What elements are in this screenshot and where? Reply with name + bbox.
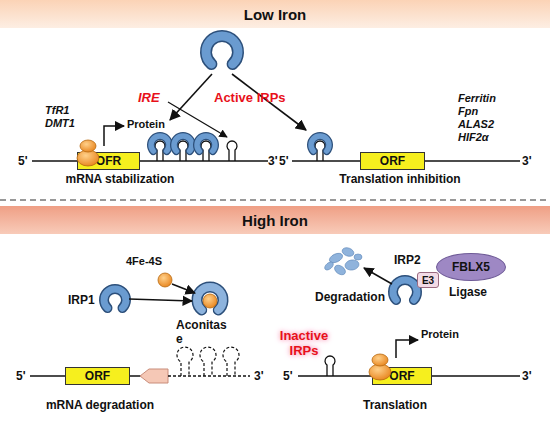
- fragment: [354, 254, 362, 260]
- protein-name: Aconitas e: [176, 318, 234, 346]
- gene-name: DMT1: [45, 117, 85, 130]
- reading-frame-box: OFR: [77, 152, 140, 170]
- condition-band: High Iron: [0, 206, 550, 234]
- degradation-arrow: [364, 268, 392, 284]
- irp-fill: [206, 36, 238, 64]
- node-text: ORF: [85, 369, 110, 383]
- condition-band: Low Iron: [0, 0, 550, 28]
- ribosome-large: [77, 150, 99, 166]
- irp-outline: [311, 136, 329, 151]
- aconitase-outline: [197, 287, 223, 310]
- ribosome-small: [80, 140, 96, 152]
- protein-name: IRP2: [394, 253, 430, 267]
- irp-outline: [197, 136, 215, 151]
- strand-end: 3': [254, 369, 270, 383]
- strand-end: 3': [522, 369, 538, 383]
- gene-name: Ferritin: [458, 92, 518, 105]
- irp-outline: [151, 136, 169, 151]
- node-text: FBLX5: [452, 260, 490, 274]
- ribosome: [369, 354, 391, 380]
- product-label: Protein: [421, 327, 471, 341]
- iron-sulfur-cluster: [203, 294, 217, 308]
- protein-arrow: [104, 126, 124, 146]
- ire-hairpin: [325, 356, 335, 376]
- protein-arrow: [396, 340, 418, 358]
- degraded-hairpins: [177, 347, 239, 376]
- gene-name: HIF2α: [458, 131, 518, 144]
- irp1-outline: [104, 289, 126, 308]
- degraded-fragments: [323, 246, 362, 277]
- irp-outline: [174, 136, 192, 151]
- iron-sulfur-cluster: [158, 273, 172, 287]
- irp-fill: [151, 136, 169, 151]
- node-text: High Iron: [242, 212, 308, 229]
- gene-name: ALAS2: [458, 118, 518, 131]
- gene-name: TfR1: [45, 104, 85, 117]
- strand-end: 5': [283, 369, 299, 383]
- degraded-hairpin: [223, 347, 239, 376]
- fragment: [333, 263, 347, 276]
- reading-frame-box: ORF: [372, 367, 432, 385]
- irp1-fill: [104, 289, 126, 308]
- node-text: ORF: [389, 369, 414, 383]
- outcome-label: Translation inhibition: [325, 172, 475, 186]
- reading-frame-box: ORF: [65, 367, 130, 385]
- process-label: Degradation: [310, 290, 390, 304]
- binding-arrow: [170, 74, 212, 120]
- fragment: [323, 260, 335, 271]
- cofactor-label: 4Fe-4S: [126, 254, 176, 268]
- irp2-outline: [393, 280, 417, 300]
- ribosome-small: [372, 354, 388, 366]
- fragment: [344, 259, 360, 271]
- strand-end: 5': [16, 369, 32, 383]
- node-text: ORF: [380, 154, 405, 168]
- strand-end: 3': [522, 154, 538, 168]
- strand-end: 5': [279, 154, 295, 168]
- assembly-arrow: [172, 284, 195, 293]
- degraded-hairpin: [200, 347, 216, 376]
- mrna-strand: [32, 160, 268, 162]
- aconitase-fill: [197, 287, 223, 310]
- irp2-fill: [393, 280, 417, 300]
- nuclease: [140, 369, 168, 383]
- degraded-hairpin: [177, 347, 193, 376]
- irp-fill: [311, 136, 329, 151]
- ire-pointer: [168, 102, 227, 137]
- ribosome: [77, 140, 99, 166]
- element-label: IRE: [138, 90, 168, 105]
- outcome-label: mRNA stabilization: [55, 172, 185, 186]
- bound-irps: [151, 136, 215, 151]
- assembly-arrow: [129, 299, 192, 301]
- outcome-label: mRNA degradation: [35, 398, 165, 412]
- strand-end: 5': [18, 154, 34, 168]
- outcome-label: Translation: [345, 398, 445, 412]
- product-label: Protein: [127, 117, 177, 131]
- irp-fill: [174, 136, 192, 151]
- fragment: [341, 246, 355, 258]
- node-text: E3: [422, 275, 434, 286]
- degraded-strand: [168, 375, 250, 376]
- e3-tag: E3: [417, 272, 439, 288]
- state-label: Active IRPs: [214, 90, 304, 105]
- irp-outline: [206, 36, 238, 64]
- gene-name: Fpn: [458, 105, 518, 118]
- ire-hairpin: [227, 141, 237, 161]
- state-label: Inactive IRPs: [268, 328, 340, 358]
- node-text: Low Iron: [244, 6, 307, 23]
- ribosome-large: [369, 364, 391, 380]
- protein-name: IRP1: [68, 293, 104, 307]
- enzyme-label: Ligase: [449, 285, 499, 299]
- reading-frame-box: ORF: [360, 152, 425, 170]
- irp-protein: [206, 36, 238, 64]
- section-divider: [0, 199, 550, 200]
- node-text: OFR: [96, 154, 121, 168]
- ligase-ellipse: FBLX5: [436, 253, 506, 281]
- irp-fill: [197, 136, 215, 151]
